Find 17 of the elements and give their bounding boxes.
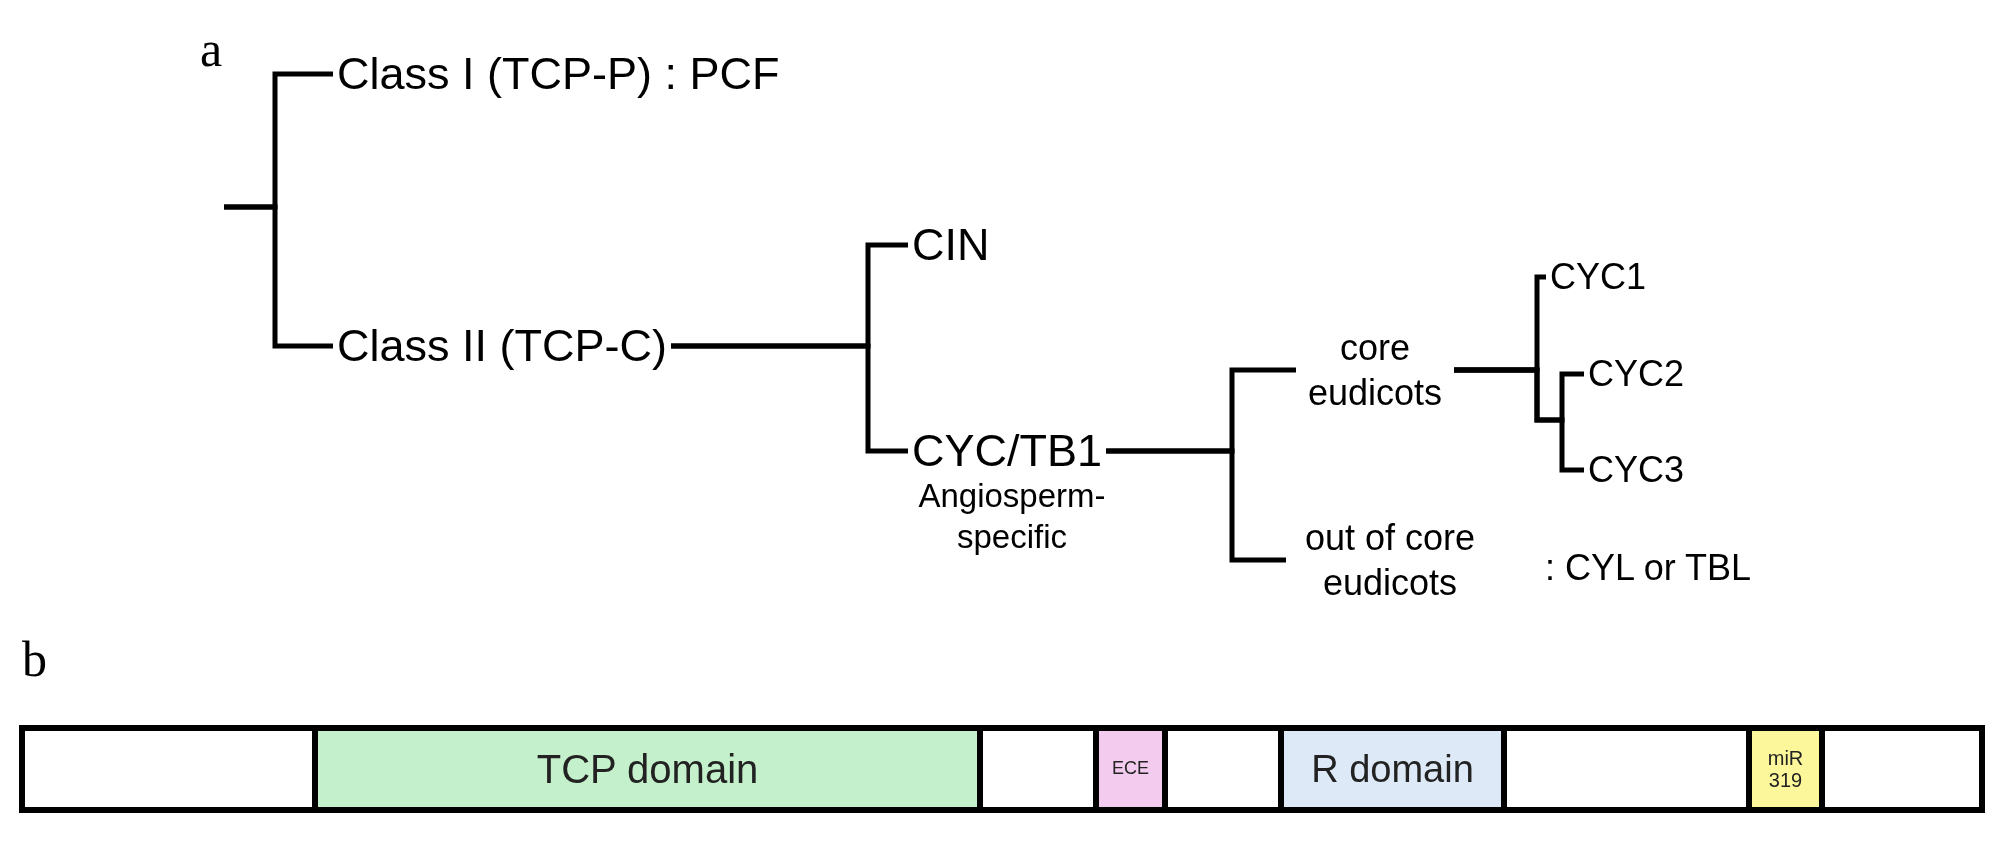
clade-label: Class I (TCP-P) : PCF (337, 48, 780, 100)
clade-label: CYC2 (1588, 353, 1685, 395)
tree-branch (1106, 448, 1286, 563)
tree-branch (224, 204, 333, 349)
note-text: Angiosperm-specific (917, 476, 1107, 558)
panel-letter: a (200, 20, 223, 78)
clade-label: Class II (TCP-C) (337, 320, 667, 372)
tree-branch (1454, 367, 1584, 473)
clade-label: core eudicots (1306, 326, 1444, 415)
clade-label: CYC/TB1 (912, 425, 1103, 477)
clade-label: CIN (912, 219, 990, 271)
clade-label: out of core eudicots (1303, 516, 1477, 605)
panel-letter: b (22, 630, 47, 688)
clade-label: CYC3 (1588, 449, 1685, 491)
tree-branch (671, 343, 908, 454)
note-text: : CYL or TBL (1543, 546, 1753, 590)
clade-label: CYC1 (1550, 256, 1647, 298)
